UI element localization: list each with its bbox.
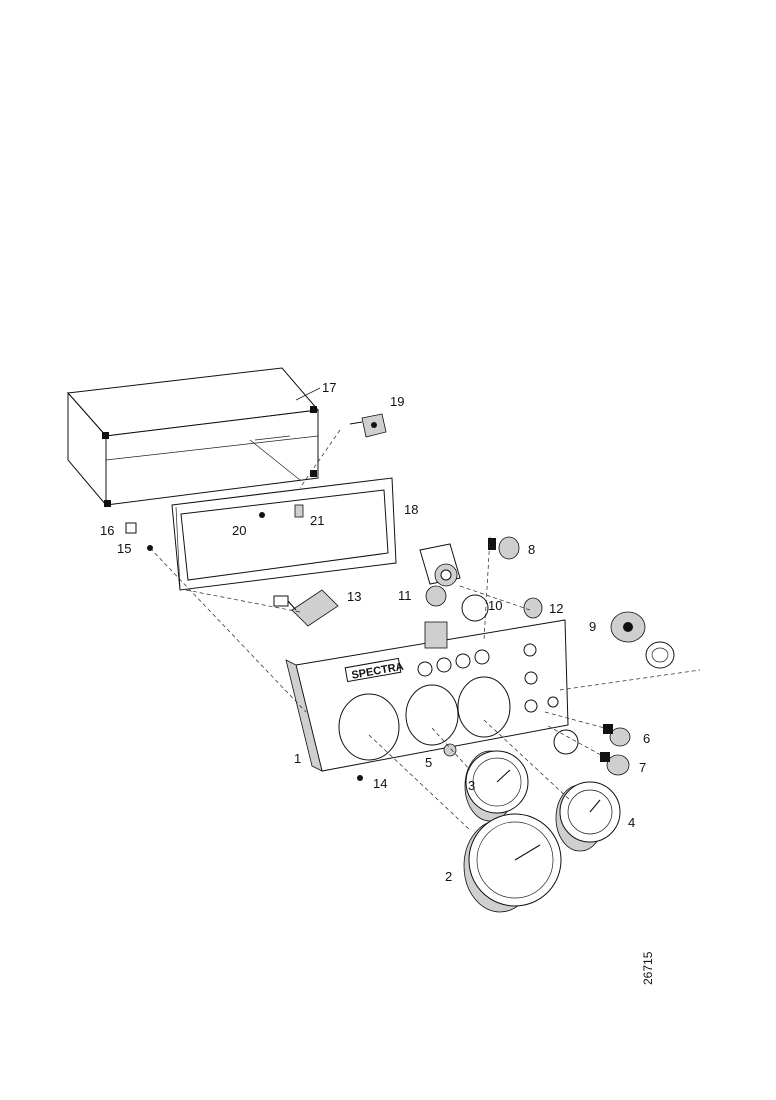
part-label-8: 8 bbox=[528, 542, 535, 557]
lamp-12 bbox=[523, 597, 543, 619]
part-label-18: 18 bbox=[404, 502, 418, 517]
gauge-2 bbox=[463, 813, 562, 913]
part-label-12: 12 bbox=[549, 601, 563, 616]
part-label-11: 11 bbox=[398, 588, 412, 603]
part-label-7: 7 bbox=[639, 760, 646, 775]
gauge-3 bbox=[464, 750, 529, 822]
part-label-17: 17 bbox=[322, 380, 336, 395]
part-label-6: 6 bbox=[643, 731, 650, 746]
part-label-9: 9 bbox=[589, 619, 596, 634]
part-label-14: 14 bbox=[373, 776, 387, 791]
lamp-6 bbox=[603, 724, 631, 747]
leader-lines bbox=[149, 387, 701, 831]
part-label-4: 4 bbox=[628, 815, 635, 830]
part-label-16: 16 bbox=[100, 523, 114, 538]
screw-14 bbox=[357, 775, 363, 781]
connector-19 bbox=[349, 413, 387, 438]
part-label-2: 2 bbox=[445, 869, 452, 884]
lamp-7 bbox=[600, 752, 630, 776]
part-label-3: 3 bbox=[468, 778, 475, 793]
clip-16 bbox=[125, 522, 137, 534]
part-label-19: 19 bbox=[390, 394, 404, 409]
bezel-frame bbox=[171, 477, 397, 591]
part-label-1: 1 bbox=[294, 751, 301, 766]
screw-20 bbox=[259, 512, 265, 518]
part-label-13: 13 bbox=[347, 589, 361, 604]
part-labels: 1 2 3 4 5 6 7 8 9 10 11 12 13 14 15 16 1… bbox=[100, 380, 650, 884]
spacer-21 bbox=[294, 504, 304, 518]
part-label-20: 20 bbox=[232, 523, 246, 538]
switch-13 bbox=[273, 589, 339, 627]
reference-code: 26715 bbox=[641, 951, 655, 985]
gauge-4 bbox=[555, 781, 621, 852]
part-label-21: 21 bbox=[310, 513, 324, 528]
indicator-block bbox=[419, 543, 489, 649]
housing-box bbox=[66, 367, 319, 507]
part-label-10: 10 bbox=[488, 598, 502, 613]
part-label-5: 5 bbox=[425, 755, 432, 770]
lamp-8 bbox=[488, 536, 520, 560]
front-panel: SPECTRA bbox=[285, 619, 569, 772]
bracket-5 bbox=[443, 729, 579, 757]
knob-9 bbox=[610, 611, 675, 669]
part-label-15: 15 bbox=[117, 541, 131, 556]
